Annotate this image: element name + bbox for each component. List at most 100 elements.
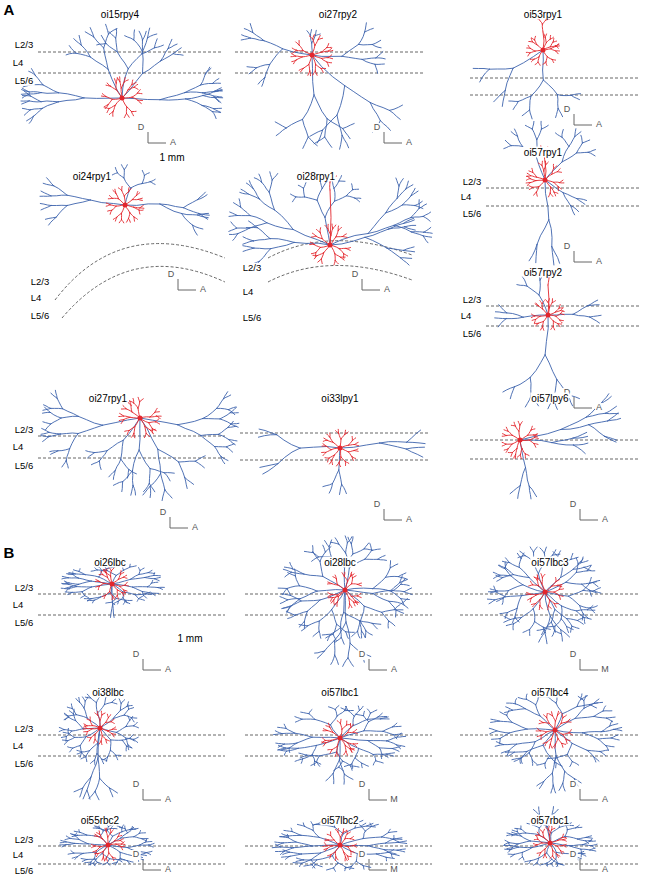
dendrite-branch xyxy=(87,729,92,732)
axon-branch xyxy=(283,569,291,572)
axon-branch xyxy=(506,317,523,318)
dendrite-branch xyxy=(102,713,105,715)
axon-branch xyxy=(42,102,58,109)
axon-branch xyxy=(151,582,158,584)
axon-branch xyxy=(62,576,68,577)
axon-branch xyxy=(388,621,390,628)
axon-branch xyxy=(203,96,215,98)
dendrite-branch xyxy=(133,398,135,403)
dendrite-branch xyxy=(119,420,124,421)
dendrite-branch xyxy=(116,193,119,199)
axon-branch xyxy=(214,96,222,98)
axon-branch xyxy=(541,121,542,129)
axon-branch xyxy=(57,398,63,409)
axon-branch xyxy=(73,575,78,579)
dendrite-branch xyxy=(99,741,101,744)
axon-branch xyxy=(582,584,590,590)
dendrite-branch xyxy=(542,301,544,304)
dendrite-branch xyxy=(84,726,87,727)
dendrite-branch xyxy=(109,105,115,108)
axon-branch xyxy=(62,583,68,585)
axon-branch xyxy=(378,556,385,560)
axon-branch xyxy=(530,622,535,630)
dendrite-branch xyxy=(538,579,542,584)
dendrite-branch xyxy=(321,57,328,59)
axon-branch xyxy=(511,576,523,585)
dendrite-branch xyxy=(546,39,550,43)
axon-branch xyxy=(347,537,352,543)
axon-branch xyxy=(295,759,302,761)
axon-branch xyxy=(346,632,349,639)
dendrite-branch xyxy=(358,584,362,585)
axon-branch xyxy=(199,213,208,219)
axon-branch xyxy=(333,624,337,634)
axis-bar xyxy=(369,659,387,670)
dendrite-branch xyxy=(345,461,346,465)
axon-branch xyxy=(199,213,210,215)
axon-branch xyxy=(376,52,383,58)
axon-branch xyxy=(122,165,125,170)
axon-branch xyxy=(104,702,111,704)
axon-branch xyxy=(65,716,68,720)
soma xyxy=(338,446,343,451)
dendrite-branch xyxy=(124,114,126,118)
dendrite-branch xyxy=(560,182,564,183)
dendrite-branch xyxy=(116,83,117,90)
axon-branch xyxy=(323,484,333,487)
axon-branch xyxy=(515,617,519,622)
dendrite-branch xyxy=(104,105,108,107)
axon-branch xyxy=(182,214,193,226)
axon-branch xyxy=(566,572,577,582)
axon-branch xyxy=(165,490,172,499)
axon-branch xyxy=(329,547,331,557)
dendrite-branch xyxy=(110,205,116,206)
axon-branch xyxy=(496,575,503,577)
dendrite-branch xyxy=(547,606,549,610)
axon-branch xyxy=(529,244,537,260)
axon-branch xyxy=(97,569,107,571)
layer-line xyxy=(486,188,640,326)
axon-branch xyxy=(142,52,144,74)
axon-branch xyxy=(562,137,569,146)
dendrite-branch xyxy=(329,455,334,458)
dendrite-branch xyxy=(352,583,358,585)
dendrite-branch xyxy=(536,303,539,306)
axon-branch xyxy=(111,739,123,740)
axon-branch xyxy=(372,40,380,44)
axon-branch xyxy=(272,174,278,181)
axon-branch xyxy=(125,188,131,205)
axon-branch xyxy=(84,97,122,99)
dendrite-branch xyxy=(113,596,115,599)
dendrite-branch xyxy=(124,577,128,578)
dendrite-branch xyxy=(535,40,537,45)
axon-branch xyxy=(214,90,222,92)
axon-branch xyxy=(264,41,283,49)
dendrite-branch xyxy=(330,437,333,442)
axon-branch xyxy=(567,619,572,627)
dendrite-branch xyxy=(343,234,347,237)
axon-branch xyxy=(284,751,286,755)
axon-branch xyxy=(494,91,506,102)
axon-branch xyxy=(376,761,384,763)
dendrite-branch xyxy=(132,433,134,437)
dendrite-branch xyxy=(327,434,330,437)
axon-branch xyxy=(304,188,305,197)
axon-branch xyxy=(375,64,384,65)
axon-branch xyxy=(158,449,179,462)
axon-branch xyxy=(394,609,403,610)
axon-branch xyxy=(590,315,601,317)
axon-branch xyxy=(401,258,410,265)
axon-branch xyxy=(563,193,571,206)
axon-branch xyxy=(258,435,276,438)
axon-branch xyxy=(379,748,382,754)
axon-branch xyxy=(508,585,523,591)
axon-branch xyxy=(259,174,262,182)
axon-branch xyxy=(80,753,81,758)
axon-branch xyxy=(411,191,418,196)
dendrite-branch xyxy=(555,311,560,313)
axon-branch xyxy=(67,707,72,709)
dendrite-branch xyxy=(124,192,128,196)
axon-branch xyxy=(368,741,380,748)
axon-branch xyxy=(317,200,325,217)
axon-branch xyxy=(30,108,42,109)
